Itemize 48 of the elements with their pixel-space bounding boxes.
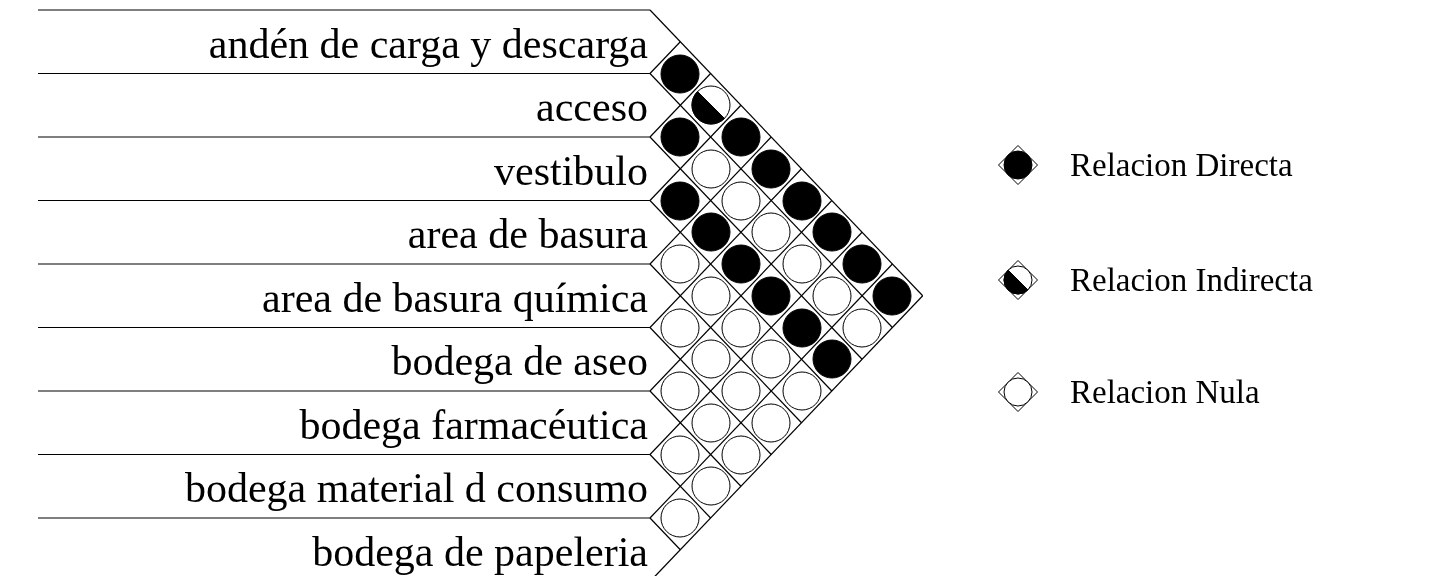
filled-circle-icon [751,275,792,316]
empty-circle-icon [690,339,731,380]
empty-circle-icon [720,307,761,348]
row-label: andén de carga y descarga [20,18,648,69]
row-label: bodega farmacéutica [20,399,648,450]
half-filled-circle-icon [690,85,731,126]
filled-circle-icon [660,53,701,94]
filled-circle-icon [720,244,761,284]
filled-circle-icon [811,212,852,253]
row-label: bodega material d consumo [20,463,648,514]
empty-circle-icon [811,275,852,316]
filled-circle-icon [751,148,792,189]
filled-circle-icon [690,212,731,253]
legend-label: Relacion Indirecta [1070,261,1313,300]
filled-circle-icon [842,244,883,284]
empty-circle-icon [690,275,731,316]
empty-circle-icon [720,180,761,221]
empty-circle-icon [660,434,701,475]
empty-circle-icon [781,371,822,411]
empty-circle-icon [660,371,701,411]
row-label: vestibulo [20,145,648,196]
empty-circle-icon [751,212,792,253]
empty-circle-icon [751,339,792,380]
filled-circle-icon [872,275,913,316]
empty-circle-icon [842,307,883,348]
row-label: area de basura [20,209,648,260]
row-label: acceso [20,82,648,133]
row-label: bodega de aseo [20,336,648,387]
empty-circle-icon [751,402,792,443]
empty-circle-icon [690,148,731,189]
filled-circle-icon [720,117,761,157]
empty-circle-icon [720,371,761,411]
filled-circle-icon [660,117,701,157]
empty-circle-icon [660,244,701,284]
row-label: bodega de papeleria [20,526,648,576]
empty-circle-icon [690,466,731,507]
row-label: area de basura química [20,272,648,323]
empty-circle-icon [690,402,731,443]
empty-circle-icon [660,307,701,348]
filled-circle-icon [811,339,852,380]
empty-circle-icon [781,244,822,284]
legend-label: Relacion Nula [1070,373,1260,412]
empty-circle-icon [660,498,701,538]
filled-circle-icon [781,180,822,221]
empty-circle-icon [720,434,761,475]
legend-label: Relacion Directa [1070,146,1293,185]
filled-circle-icon [781,307,822,348]
filled-circle-icon [660,180,701,221]
